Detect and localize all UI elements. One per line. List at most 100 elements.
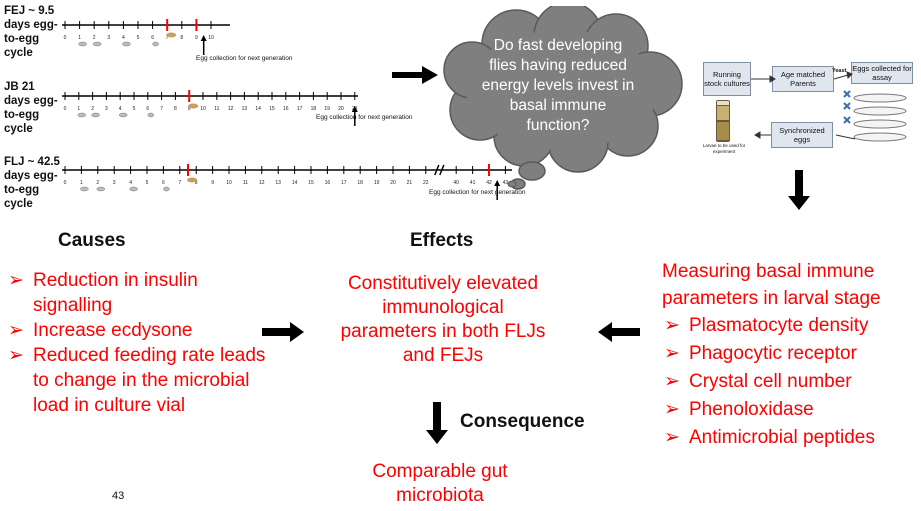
causes-title: Causes — [58, 230, 126, 251]
timeline-tick-label: 6 — [151, 35, 154, 41]
larva-icon — [77, 112, 87, 118]
timeline-tick-label: 41 — [470, 180, 476, 186]
larva-icon — [152, 41, 159, 47]
flow-arrows — [751, 71, 907, 142]
timeline-tick-label: 20 — [338, 106, 344, 112]
collection-arrow-head — [200, 35, 207, 41]
box-running-stock: Running stock cultures — [703, 62, 751, 96]
timeline-tick-label: 13 — [275, 180, 281, 186]
timeline-tick-label: 12 — [228, 106, 234, 112]
page-number: 43 — [112, 490, 125, 502]
larva-icon — [78, 41, 87, 47]
timeline-tick-label: 5 — [133, 106, 136, 112]
axis-break-mark — [434, 164, 440, 176]
bullet-icon: ➢ — [664, 343, 680, 364]
timeline-tick-label: 6 — [146, 106, 149, 112]
timeline-tick-label: 9 — [195, 35, 198, 41]
timeline-tick-label: 16 — [325, 180, 331, 186]
timeline-tick-label: 11 — [214, 106, 219, 112]
timeline-tick-label: 7 — [160, 106, 163, 112]
timeline-tick-label: 21 — [407, 180, 413, 186]
timeline-tick-label: 18 — [357, 180, 363, 186]
timeline-tick-label: 3 — [107, 35, 110, 41]
arrow-causes-to-effects — [262, 322, 304, 342]
timeline-tick-label: 17 — [297, 106, 303, 112]
timeline-tick-label: 5 — [137, 35, 140, 41]
cloud-question: Do fast developing flies having reduced … — [481, 37, 635, 134]
collection-arrow-head — [351, 106, 358, 112]
larva-icon — [147, 112, 155, 118]
timeline-tick-label: 6 — [162, 180, 165, 186]
bullet-icon: ➢ — [664, 427, 680, 448]
timeline-tick-label: 14 — [292, 180, 298, 186]
timeline-tick-label: 2 — [96, 180, 99, 186]
timeline-tick-label: 8 — [195, 180, 198, 186]
timeline-tick-label: 20 — [390, 180, 396, 186]
timeline-tick-label: 15 — [269, 106, 275, 112]
larva-icon — [80, 186, 89, 192]
timeline-tick-label: 17 — [341, 180, 347, 186]
yeast-label: Yeast — [832, 68, 847, 74]
timeline-label-fej: FEJ ~ 9.5 days egg-to-egg cycle — [4, 5, 58, 59]
timeline-label-flj: FLJ ~ 42.5 days egg-to-egg cycle — [4, 156, 60, 210]
measuring-item: ➢Crystal cell number — [664, 368, 920, 396]
effects-title: Effects — [410, 230, 474, 251]
bullet-icon: ➢ — [664, 315, 680, 336]
timeline-tick-label: 43 — [503, 180, 509, 186]
thought-cloud — [443, 6, 683, 190]
timeline-tick-label: 3 — [105, 106, 108, 112]
timeline-tick-label: 8 — [174, 106, 177, 112]
causes-item: ➢Reduction in insulin signalling — [8, 270, 198, 316]
larva-icon — [122, 41, 131, 47]
timeline-tick-label: 10 — [208, 35, 214, 41]
timeline-tick-label: 22 — [423, 180, 429, 186]
box-eggs-collected: Eggs collected for assay — [851, 62, 913, 84]
timeline-label-jb: JB 21 days egg-to-egg cycle — [4, 81, 58, 135]
timeline-tick-label: 8 — [180, 35, 183, 41]
arrow-measuring-to-effects — [598, 322, 640, 342]
measuring-item: ➢Phagocytic receptor — [664, 340, 920, 368]
timeline-tick-label: 9 — [188, 106, 191, 112]
effects-text: Constitutively elevated immunological pa… — [340, 273, 546, 366]
collection-arrow-head — [494, 180, 501, 186]
timeline-tick-label: 1 — [77, 106, 80, 112]
timeline-tick-label: 5 — [146, 180, 149, 186]
bullet-icon: ➢ — [8, 345, 24, 366]
larva-icon — [129, 186, 138, 192]
larva-icon — [96, 186, 106, 192]
timeline-tick-label: 14 — [255, 106, 261, 112]
timeline-tick-label: 40 — [453, 180, 459, 186]
timeline-tick-label: 2 — [91, 106, 94, 112]
timeline-tick-label: 10 — [226, 180, 232, 186]
measuring-item: ➢Antimicrobial peptides — [664, 424, 920, 452]
timeline-note-flj: Egg collection for next generation — [429, 189, 526, 196]
timeline-tick-label: 3 — [113, 180, 116, 186]
timeline-tick-label: 4 — [119, 106, 122, 112]
timeline-tick-label: 1 — [80, 180, 83, 186]
timeline-tick-label: 4 — [122, 35, 125, 41]
bullet-icon: ➢ — [664, 399, 680, 420]
timeline-tick-label: 10 — [200, 106, 206, 112]
timeline-note-jb: Egg collection for next generation — [316, 114, 413, 121]
timeline-tick-label: 0 — [64, 35, 67, 41]
measuring-item: ➢Plasmatocyte density — [664, 312, 920, 340]
causes-item: ➢Increase ecdysone — [8, 320, 193, 341]
fly-icon — [166, 32, 177, 38]
timeline-tick-label: 12 — [259, 180, 265, 186]
arrow-down-consequence — [426, 402, 448, 444]
timeline-tick-label: 15 — [308, 180, 314, 186]
vial-image — [716, 100, 730, 142]
larva-icon — [118, 112, 128, 118]
fly-icon — [187, 177, 197, 183]
larva-icon — [92, 41, 102, 47]
box-synchronized-eggs: Synchronized eggs — [771, 122, 833, 148]
larva-icon — [91, 112, 100, 118]
timeline-tick-label: 0 — [64, 106, 67, 112]
consequence-label: Consequence — [460, 411, 585, 432]
bullet-icon: ➢ — [8, 320, 24, 341]
timeline-tick-label: 2 — [93, 35, 96, 41]
timeline-tick-label: 0 — [64, 180, 67, 186]
